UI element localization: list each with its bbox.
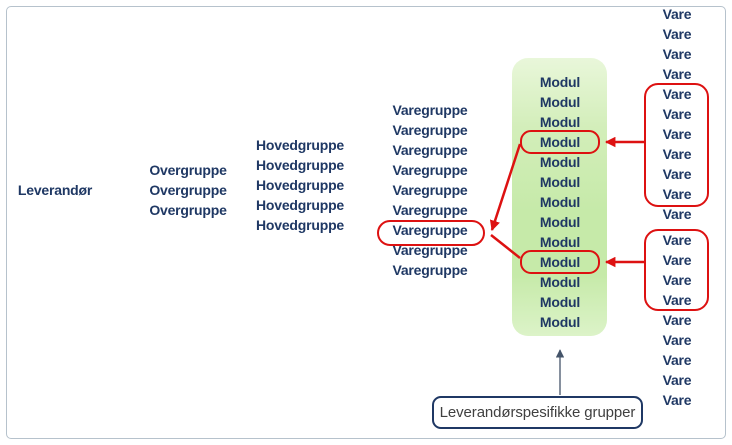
leverandor-label: Leverandør — [17, 182, 93, 198]
vare-label: Vare — [662, 126, 692, 142]
vare-label: Vare — [662, 186, 692, 202]
vare-label: Vare — [662, 352, 692, 368]
varegruppe-label: Varegruppe — [392, 102, 468, 118]
vare-label: Vare — [662, 6, 692, 22]
varegruppe-label: Varegruppe — [392, 182, 468, 198]
vare-label: Vare — [662, 372, 692, 388]
modul-label: Modul — [539, 154, 581, 170]
hovedgruppe-label: Hovedgruppe — [255, 197, 345, 213]
modul-label: Modul — [539, 214, 581, 230]
modul-group-panel — [512, 58, 607, 336]
hovedgruppe-label: Hovedgruppe — [255, 137, 345, 153]
vare-label: Vare — [662, 292, 692, 308]
vare-label: Vare — [662, 272, 692, 288]
varegruppe-label: Varegruppe — [392, 122, 468, 138]
modul-label: Modul — [539, 254, 581, 270]
vare-label: Vare — [662, 46, 692, 62]
vare-label: Vare — [662, 26, 692, 42]
vare-label: Vare — [662, 392, 692, 408]
varegruppe-label: Varegruppe — [392, 262, 468, 278]
hovedgruppe-label: Hovedgruppe — [255, 177, 345, 193]
varegruppe-label: Varegruppe — [392, 142, 468, 158]
vare-label: Vare — [662, 146, 692, 162]
vare-label: Vare — [662, 106, 692, 122]
modul-label: Modul — [539, 234, 581, 250]
modul-label: Modul — [539, 94, 581, 110]
modul-label: Modul — [539, 74, 581, 90]
modul-label: Modul — [539, 314, 581, 330]
modul-label: Modul — [539, 274, 581, 290]
callout-label: Leverandørspesifikke grupper — [439, 404, 636, 421]
modul-label: Modul — [539, 194, 581, 210]
vare-label: Vare — [662, 252, 692, 268]
varegruppe-label: Varegruppe — [392, 222, 468, 238]
vare-label: Vare — [662, 166, 692, 182]
leverandor-column: Leverandør — [18, 180, 92, 200]
varegruppe-label: Varegruppe — [392, 242, 468, 258]
leverandorspesifikke-grupper-callout: Leverandørspesifikke grupper — [432, 396, 643, 429]
vare-label: Vare — [662, 86, 692, 102]
modul-label: Modul — [539, 134, 581, 150]
vare-label: Vare — [662, 66, 692, 82]
varegruppe-label: Varegruppe — [392, 202, 468, 218]
hovedgruppe-label: Hovedgruppe — [255, 157, 345, 173]
modul-label: Modul — [539, 114, 581, 130]
vare-label: Vare — [662, 206, 692, 222]
vare-label: Vare — [662, 312, 692, 328]
modul-label: Modul — [539, 294, 581, 310]
overgruppe-label: Overgruppe — [149, 162, 227, 178]
vare-label: Vare — [662, 332, 692, 348]
overgruppe-label: Overgruppe — [149, 202, 227, 218]
modul-label: Modul — [539, 174, 581, 190]
hovedgruppe-label: Hovedgruppe — [255, 217, 345, 233]
page-border — [6, 6, 726, 439]
overgruppe-label: Overgruppe — [149, 182, 227, 198]
vare-label: Vare — [662, 232, 692, 248]
varegruppe-label: Varegruppe — [392, 162, 468, 178]
